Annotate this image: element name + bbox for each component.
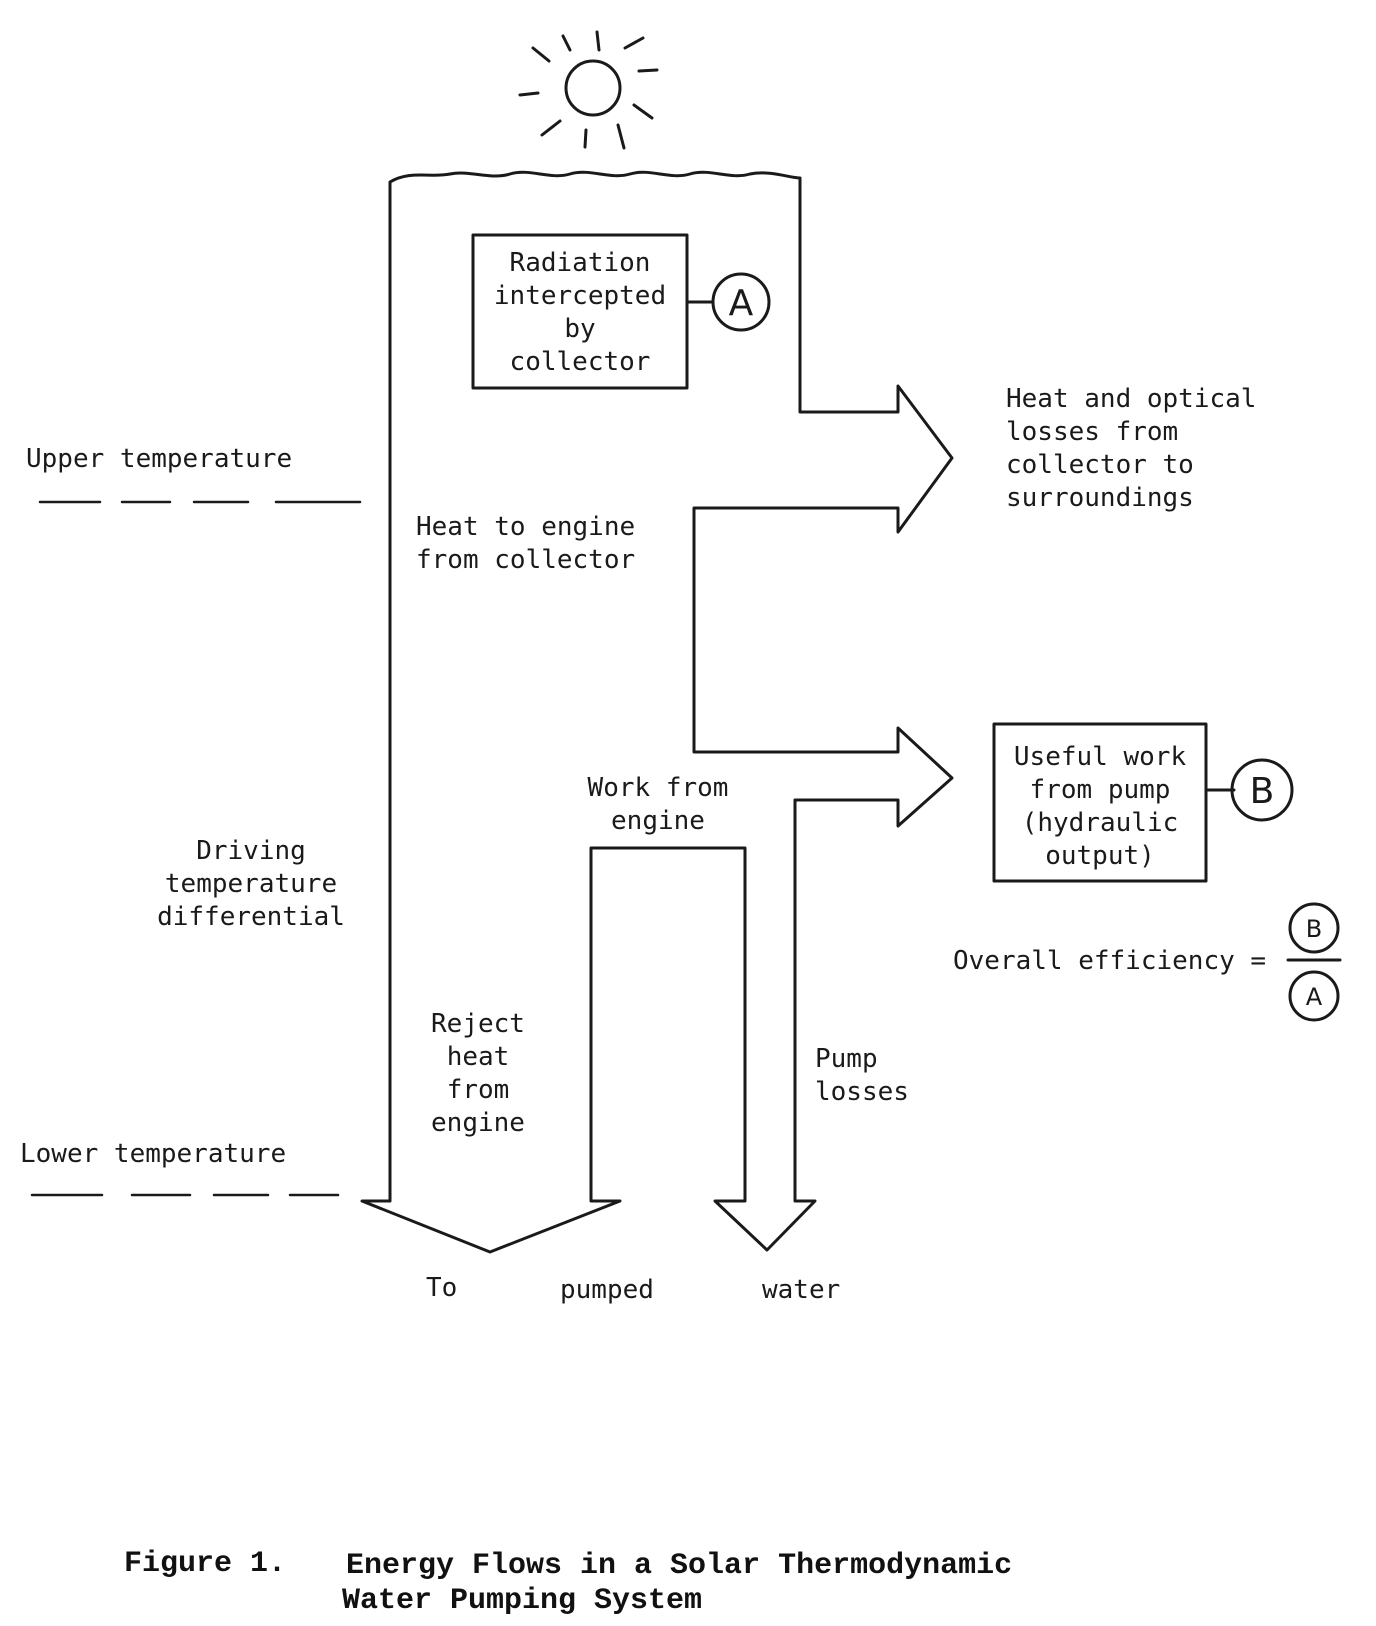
useful-work-box-label: Useful work from pump (hydraulic output) (1013, 742, 1187, 871)
efficiency-denominator-circle (1288, 970, 1340, 1022)
overall-efficiency-label: Overall efficiency = (953, 946, 1267, 976)
upper-temperature-label: Upper temperature (26, 444, 293, 474)
marker-a-letter: A (729, 283, 754, 324)
marker-a-circle (711, 272, 771, 332)
marker-b-circle (1230, 758, 1294, 822)
bottom-label-water: water (762, 1275, 841, 1305)
figure-number: Figure 1. (124, 1547, 287, 1581)
efficiency-numerator-letter: B (1306, 915, 1322, 943)
radiation-box-label: Radiation intercepted by collector (493, 248, 667, 377)
marker-b-letter: B (1250, 771, 1275, 812)
collector-flow-outline (360, 170, 954, 1254)
radiation-box (471, 233, 689, 390)
heat-losses-label: Heat and optical losses from collector t… (1006, 384, 1257, 513)
driving-differential-label: Driving temperature differential (157, 836, 345, 932)
reject-heat-label: Reject heat from engine (431, 1009, 525, 1138)
figure-title-line2: Water Pumping System (342, 1584, 703, 1618)
bottom-label-pumped: pumped (560, 1275, 654, 1305)
heat-to-engine-label: Heat to engine from collector (416, 512, 636, 575)
sun-icon (518, 30, 659, 150)
work-from-engine-label: Work from engine (587, 773, 729, 836)
pump-losses-label: Pump losses (815, 1044, 909, 1107)
efficiency-denominator-letter: A (1306, 983, 1323, 1011)
useful-work-box (992, 722, 1208, 883)
figure-title-line1: Energy Flows in a Solar Thermodynamic (346, 1549, 1013, 1583)
lower-temperature-label: Lower temperature (20, 1139, 287, 1169)
bottom-label-to: To (426, 1273, 458, 1303)
efficiency-numerator-circle (1288, 902, 1340, 954)
